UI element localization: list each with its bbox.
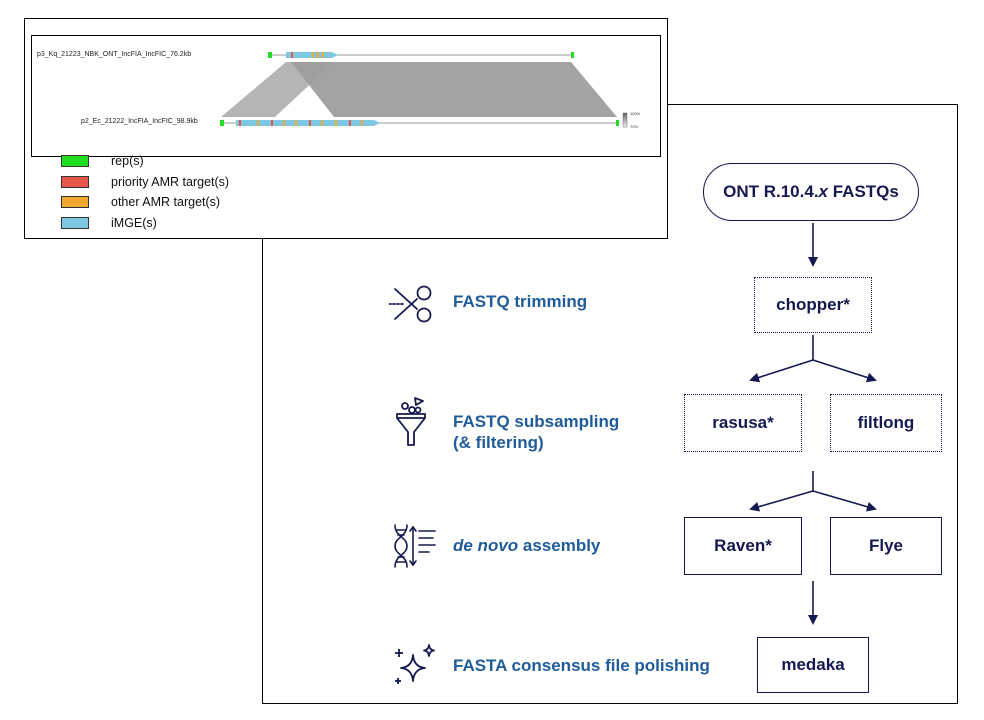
dna-icon [394,524,436,568]
scale-max-label: 100% [630,111,641,116]
step-label-polishing: FASTA consensus file polishing [453,656,710,675]
sparkles-icon [395,644,435,684]
legend-item-rep: rep(s) [61,154,144,168]
legend-swatch-priority-amr [61,176,89,188]
filtlong-node: filtlong [830,394,942,452]
input-fastqs-node: ONT R.10.4.x FASTQs [703,163,919,221]
legend-swatch-other-amr [61,196,89,208]
legend-swatch-rep [61,155,89,167]
medaka-node: medaka [757,637,869,693]
scale-min-label: 70% [630,124,639,129]
step-label-assembly: de novo assembly [453,536,601,555]
track-top-features [268,52,574,58]
arrow-to-filtlong [812,359,877,383]
identity-scale-bar [622,112,628,128]
legend-item-priority-amr: priority AMR target(s) [61,175,229,189]
track-label-bottom: p2_Ec_21222_IncFIA_IncFIC_98.9kb [81,118,198,125]
synteny-panel: p3_Kq_21223_NBK_ONT_IncFIA_IncFIC_76.2kb… [24,18,668,239]
arrow-to-flye [812,490,877,512]
raven-node: Raven* [684,517,802,575]
step-label-subsampling: FASTQ subsampling (& filtering) [453,412,620,452]
step-label-trimming: FASTQ trimming [453,292,588,311]
legend-swatch-imge [61,217,89,229]
legend-item-other-amr: other AMR target(s) [61,195,220,209]
arrow-to-raven [749,490,814,512]
pipeline-arrows [749,223,877,625]
rasusa-node: rasusa* [684,394,802,452]
homology-ribbon-forward [291,62,617,117]
synteny-plot-frame [31,35,661,157]
legend-item-imge: iMGE(s) [61,216,157,230]
funnel-icon [396,397,426,446]
synteny-plot [220,52,628,128]
flye-node: Flye [830,517,942,575]
arrow-to-rasusa [749,359,814,383]
scissors-icon [389,285,432,323]
track-label-top: p3_Kq_21223_NBK_ONT_IncFIA_IncFIC_76.2kb [37,51,192,58]
track-bottom-features [220,120,619,126]
chopper-node: chopper* [754,277,872,333]
